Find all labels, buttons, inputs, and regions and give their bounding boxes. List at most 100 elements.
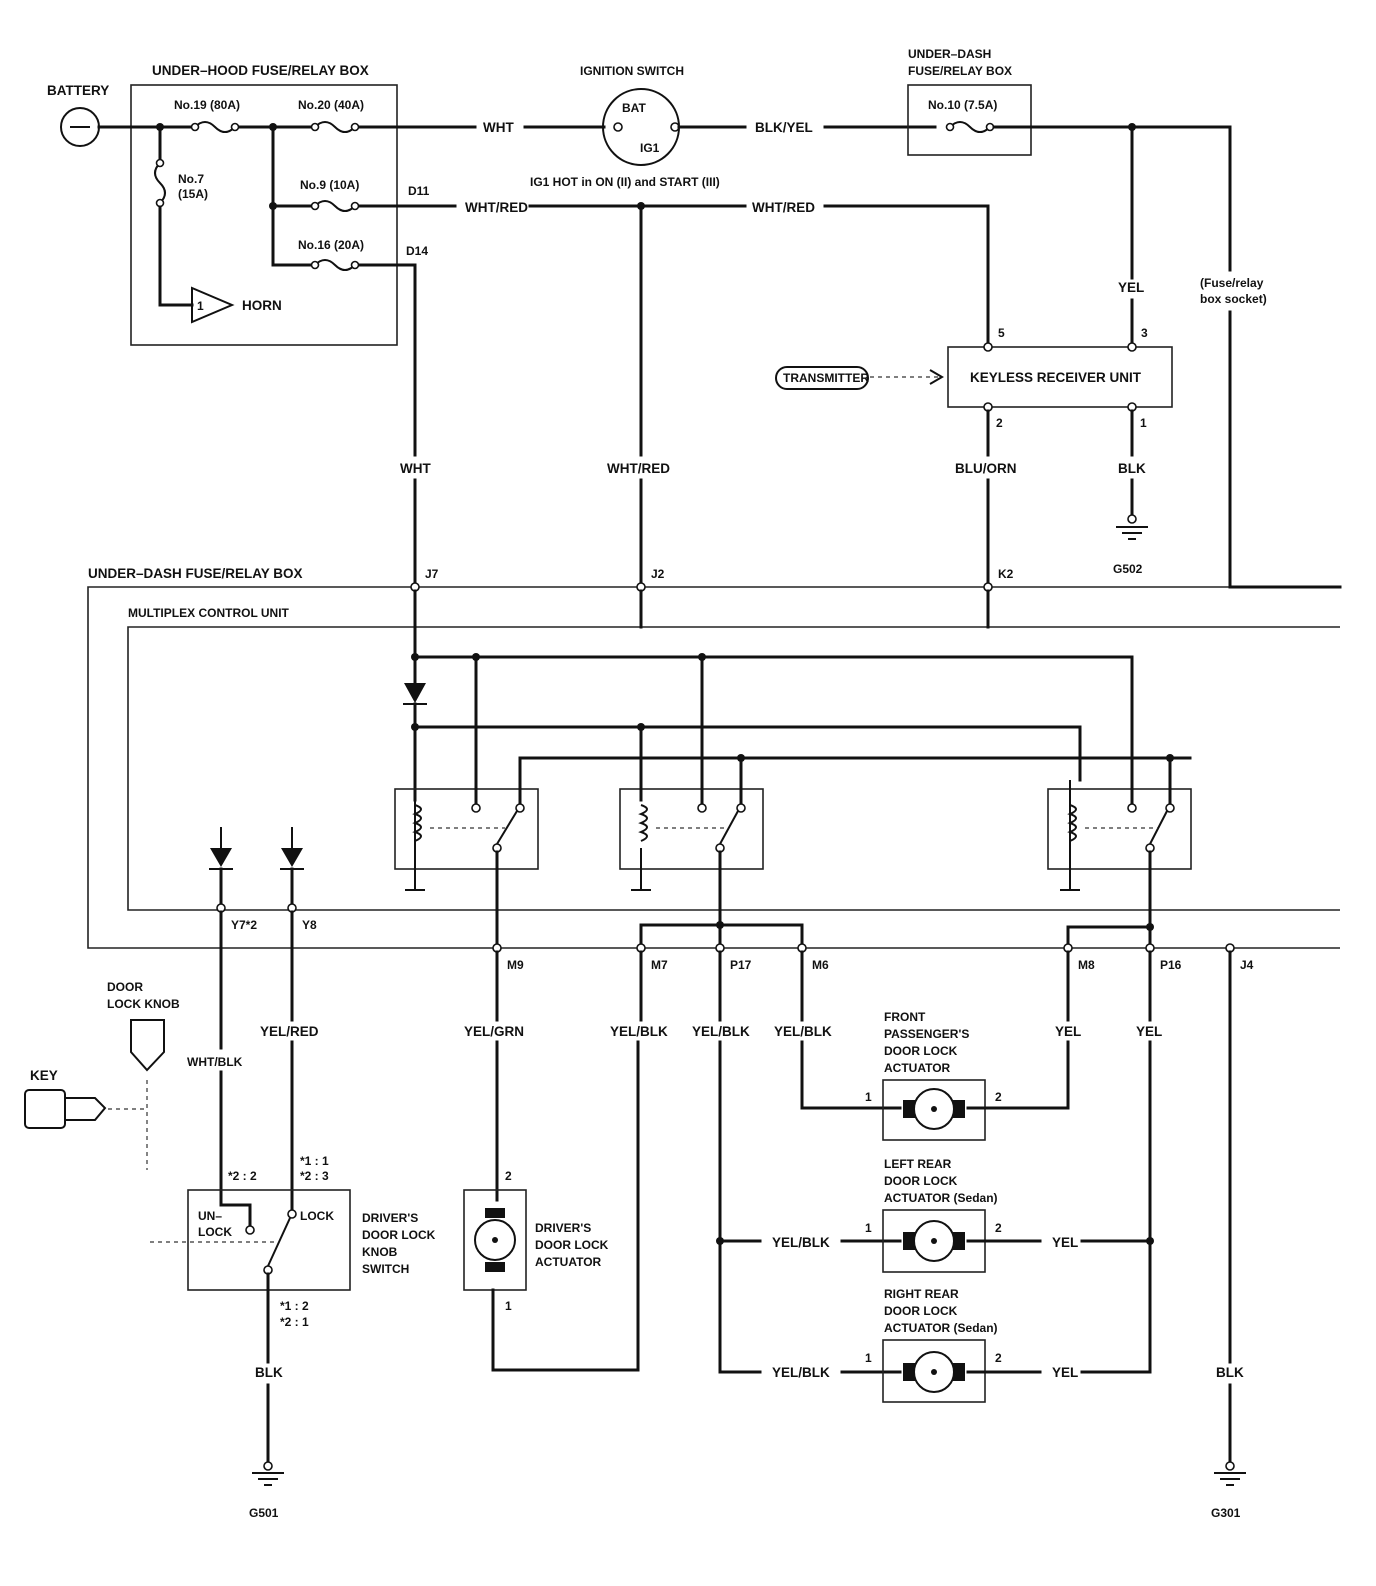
transmitter-label: TRANSMITTER (783, 371, 869, 385)
front-passenger-door-lock-actuator: FRONT PASSENGER'S DOOR LOCK ACTUATOR 1 2 (865, 1010, 1002, 1141)
front-passenger-pin-1: 1 (865, 1090, 872, 1104)
fuse-9-label: No.9 (10A) (300, 178, 359, 192)
fuse-10-label: No.10 (7.5A) (928, 98, 997, 112)
door-lock-knob-label-2: LOCK KNOB (107, 997, 180, 1011)
under-dash-box-top-label-1: UNDER–DASH (908, 47, 991, 61)
driver-actuator-pin-2: 2 (505, 1169, 512, 1183)
ignition-switch-label: IGNITION SWITCH (580, 64, 684, 78)
fuse-19-label: No.19 (80A) (174, 98, 240, 112)
front-passenger-label-2: PASSENGER'S (884, 1027, 969, 1041)
switch-unlock-label-2: LOCK (198, 1225, 232, 1239)
door-lock-knob: DOOR LOCK KNOB (107, 980, 180, 1170)
horn-label: HORN (242, 298, 282, 313)
terminal-p17: P17 (730, 958, 752, 972)
multiplex-unit-label: MULTIPLEX CONTROL UNIT (128, 606, 290, 620)
switch-lock-label: LOCK (300, 1209, 334, 1223)
left-rear-pin-2: 2 (995, 1221, 1002, 1235)
ground-g501: G501 (249, 1461, 284, 1520)
driver-actuator-label-2: DOOR LOCK (535, 1238, 609, 1252)
terminal-m8: M8 (1078, 958, 1095, 972)
wire-blk-g502: BLK (1118, 461, 1146, 476)
ground-g502-label: G502 (1113, 562, 1143, 576)
keyless-receiver-unit: KEYLESS RECEIVER UNIT 5 3 2 1 (947, 326, 1173, 430)
fuse-7-label-1: No.7 (178, 172, 204, 186)
terminal-y8: Y8 (302, 918, 317, 932)
under-hood-fuse-relay-box: UNDER–HOOD FUSE/RELAY BOX (130, 63, 398, 346)
receiver-pin-1: 1 (1140, 416, 1147, 430)
driver-actuator-label-3: ACTUATOR (535, 1255, 602, 1269)
wire-yel-right-rear: YEL (1052, 1365, 1078, 1380)
terminal-j2: J2 (651, 567, 665, 581)
wire-blk-g501: BLK (255, 1365, 283, 1380)
knob-switch-label-4: SWITCH (362, 1262, 409, 1276)
horn-pin: 1 (197, 299, 204, 313)
front-passenger-label-3: DOOR LOCK (884, 1044, 958, 1058)
terminal-y7: Y7*2 (231, 918, 257, 932)
wire-blk-yel: BLK/YEL (755, 120, 813, 135)
left-rear-pin-1: 1 (865, 1221, 872, 1235)
under-dash-fuse-box-top: UNDER–DASH FUSE/RELAY BOX No.10 (7.5A) (907, 47, 1032, 156)
battery: BATTERY (47, 83, 109, 147)
wire-yel-blk-m7: YEL/BLK (610, 1024, 668, 1039)
switch-common-pin-1: *1 : 2 (280, 1299, 309, 1313)
drivers-door-lock-knob-switch: UN– LOCK LOCK *2 : 2 *1 : 1 *2 : 3 DRIVE… (150, 1154, 436, 1291)
left-rear-label-2: DOOR LOCK (884, 1174, 958, 1188)
receiver-pin-3: 3 (1141, 326, 1148, 340)
under-hood-box-label: UNDER–HOOD FUSE/RELAY BOX (152, 63, 369, 78)
knob-switch-label-3: KNOB (362, 1245, 398, 1259)
switch-unlock-pin: *2 : 2 (228, 1169, 257, 1183)
transmitter: TRANSMITTER (775, 366, 944, 390)
multiplex-control-unit-outline: MULTIPLEX CONTROL UNIT (127, 606, 1340, 911)
driver-actuator-label-1: DRIVER'S (535, 1221, 591, 1235)
switch-lock-pin-2: *2 : 3 (300, 1169, 329, 1183)
fuse-7: No.7 (15A) (154, 158, 208, 208)
front-passenger-label-1: FRONT (884, 1010, 926, 1024)
key-icon: KEY (24, 1068, 145, 1129)
terminal-j7: J7 (425, 567, 439, 581)
right-rear-pin-2: 2 (995, 1351, 1002, 1365)
wire-yel-top: YEL (1118, 280, 1144, 295)
right-rear-label-3: ACTUATOR (Sedan) (884, 1321, 998, 1335)
relay-3 (1047, 655, 1192, 946)
knob-switch-label-1: DRIVER'S (362, 1211, 418, 1225)
drivers-door-lock-actuator: 2 1 DRIVER'S DOOR LOCK ACTUATOR (463, 1169, 609, 1313)
wire-yel-grn: YEL/GRN (464, 1024, 524, 1039)
diode-y8 (280, 827, 304, 906)
under-dash-fuse-box-outline: UNDER–DASH FUSE/RELAY BOX (87, 566, 1340, 949)
relay-2 (619, 655, 764, 946)
ground-g301: G301 (1211, 1461, 1246, 1520)
ground-g501-label: G501 (249, 1506, 279, 1520)
wire-yel-m8: YEL (1055, 1024, 1081, 1039)
terminal-d14: D14 (406, 244, 428, 258)
keyless-receiver-label: KEYLESS RECEIVER UNIT (970, 370, 1142, 385)
left-rear-label-1: LEFT REAR (884, 1157, 952, 1171)
front-passenger-pin-2: 2 (995, 1090, 1002, 1104)
wire-blk-g301: BLK (1216, 1365, 1244, 1380)
wire-wht-blk: WHT/BLK (187, 1055, 243, 1069)
wire-yel-blk-m6: YEL/BLK (774, 1024, 832, 1039)
fuse-socket-label-1: (Fuse/relay (1200, 276, 1264, 290)
terminal-j4: J4 (1240, 958, 1254, 972)
horn: 1 HORN (191, 286, 282, 324)
diode-main (403, 683, 427, 705)
under-dash-box-label: UNDER–DASH FUSE/RELAY BOX (88, 566, 303, 581)
switch-common-pin-2: *2 : 1 (280, 1315, 309, 1329)
wire-yel-p16: YEL (1136, 1024, 1162, 1039)
fuse-socket-label-2: box socket) (1200, 292, 1267, 306)
fuse-16-label: No.16 (20A) (298, 238, 364, 252)
ground-g502: G502 (1113, 514, 1148, 576)
fuse-9: No.9 (10A) (300, 178, 359, 212)
terminal-m9: M9 (507, 958, 524, 972)
terminal-k2: K2 (998, 567, 1014, 581)
under-dash-box-top-label-2: FUSE/RELAY BOX (908, 64, 1012, 78)
left-rear-door-lock-actuator: LEFT REAR DOOR LOCK ACTUATOR (Sedan) 1 2 (865, 1157, 1002, 1273)
relay-1 (394, 655, 539, 946)
wire-blu-orn: BLU/ORN (955, 461, 1017, 476)
ground-g301-label: G301 (1211, 1506, 1241, 1520)
right-rear-label-1: RIGHT REAR (884, 1287, 959, 1301)
wire-yel-blk-left-rear: YEL/BLK (772, 1235, 830, 1250)
knob-switch-label-2: DOOR LOCK (362, 1228, 436, 1242)
wire-wht-vert: WHT (400, 461, 431, 476)
right-rear-pin-1: 1 (865, 1351, 872, 1365)
